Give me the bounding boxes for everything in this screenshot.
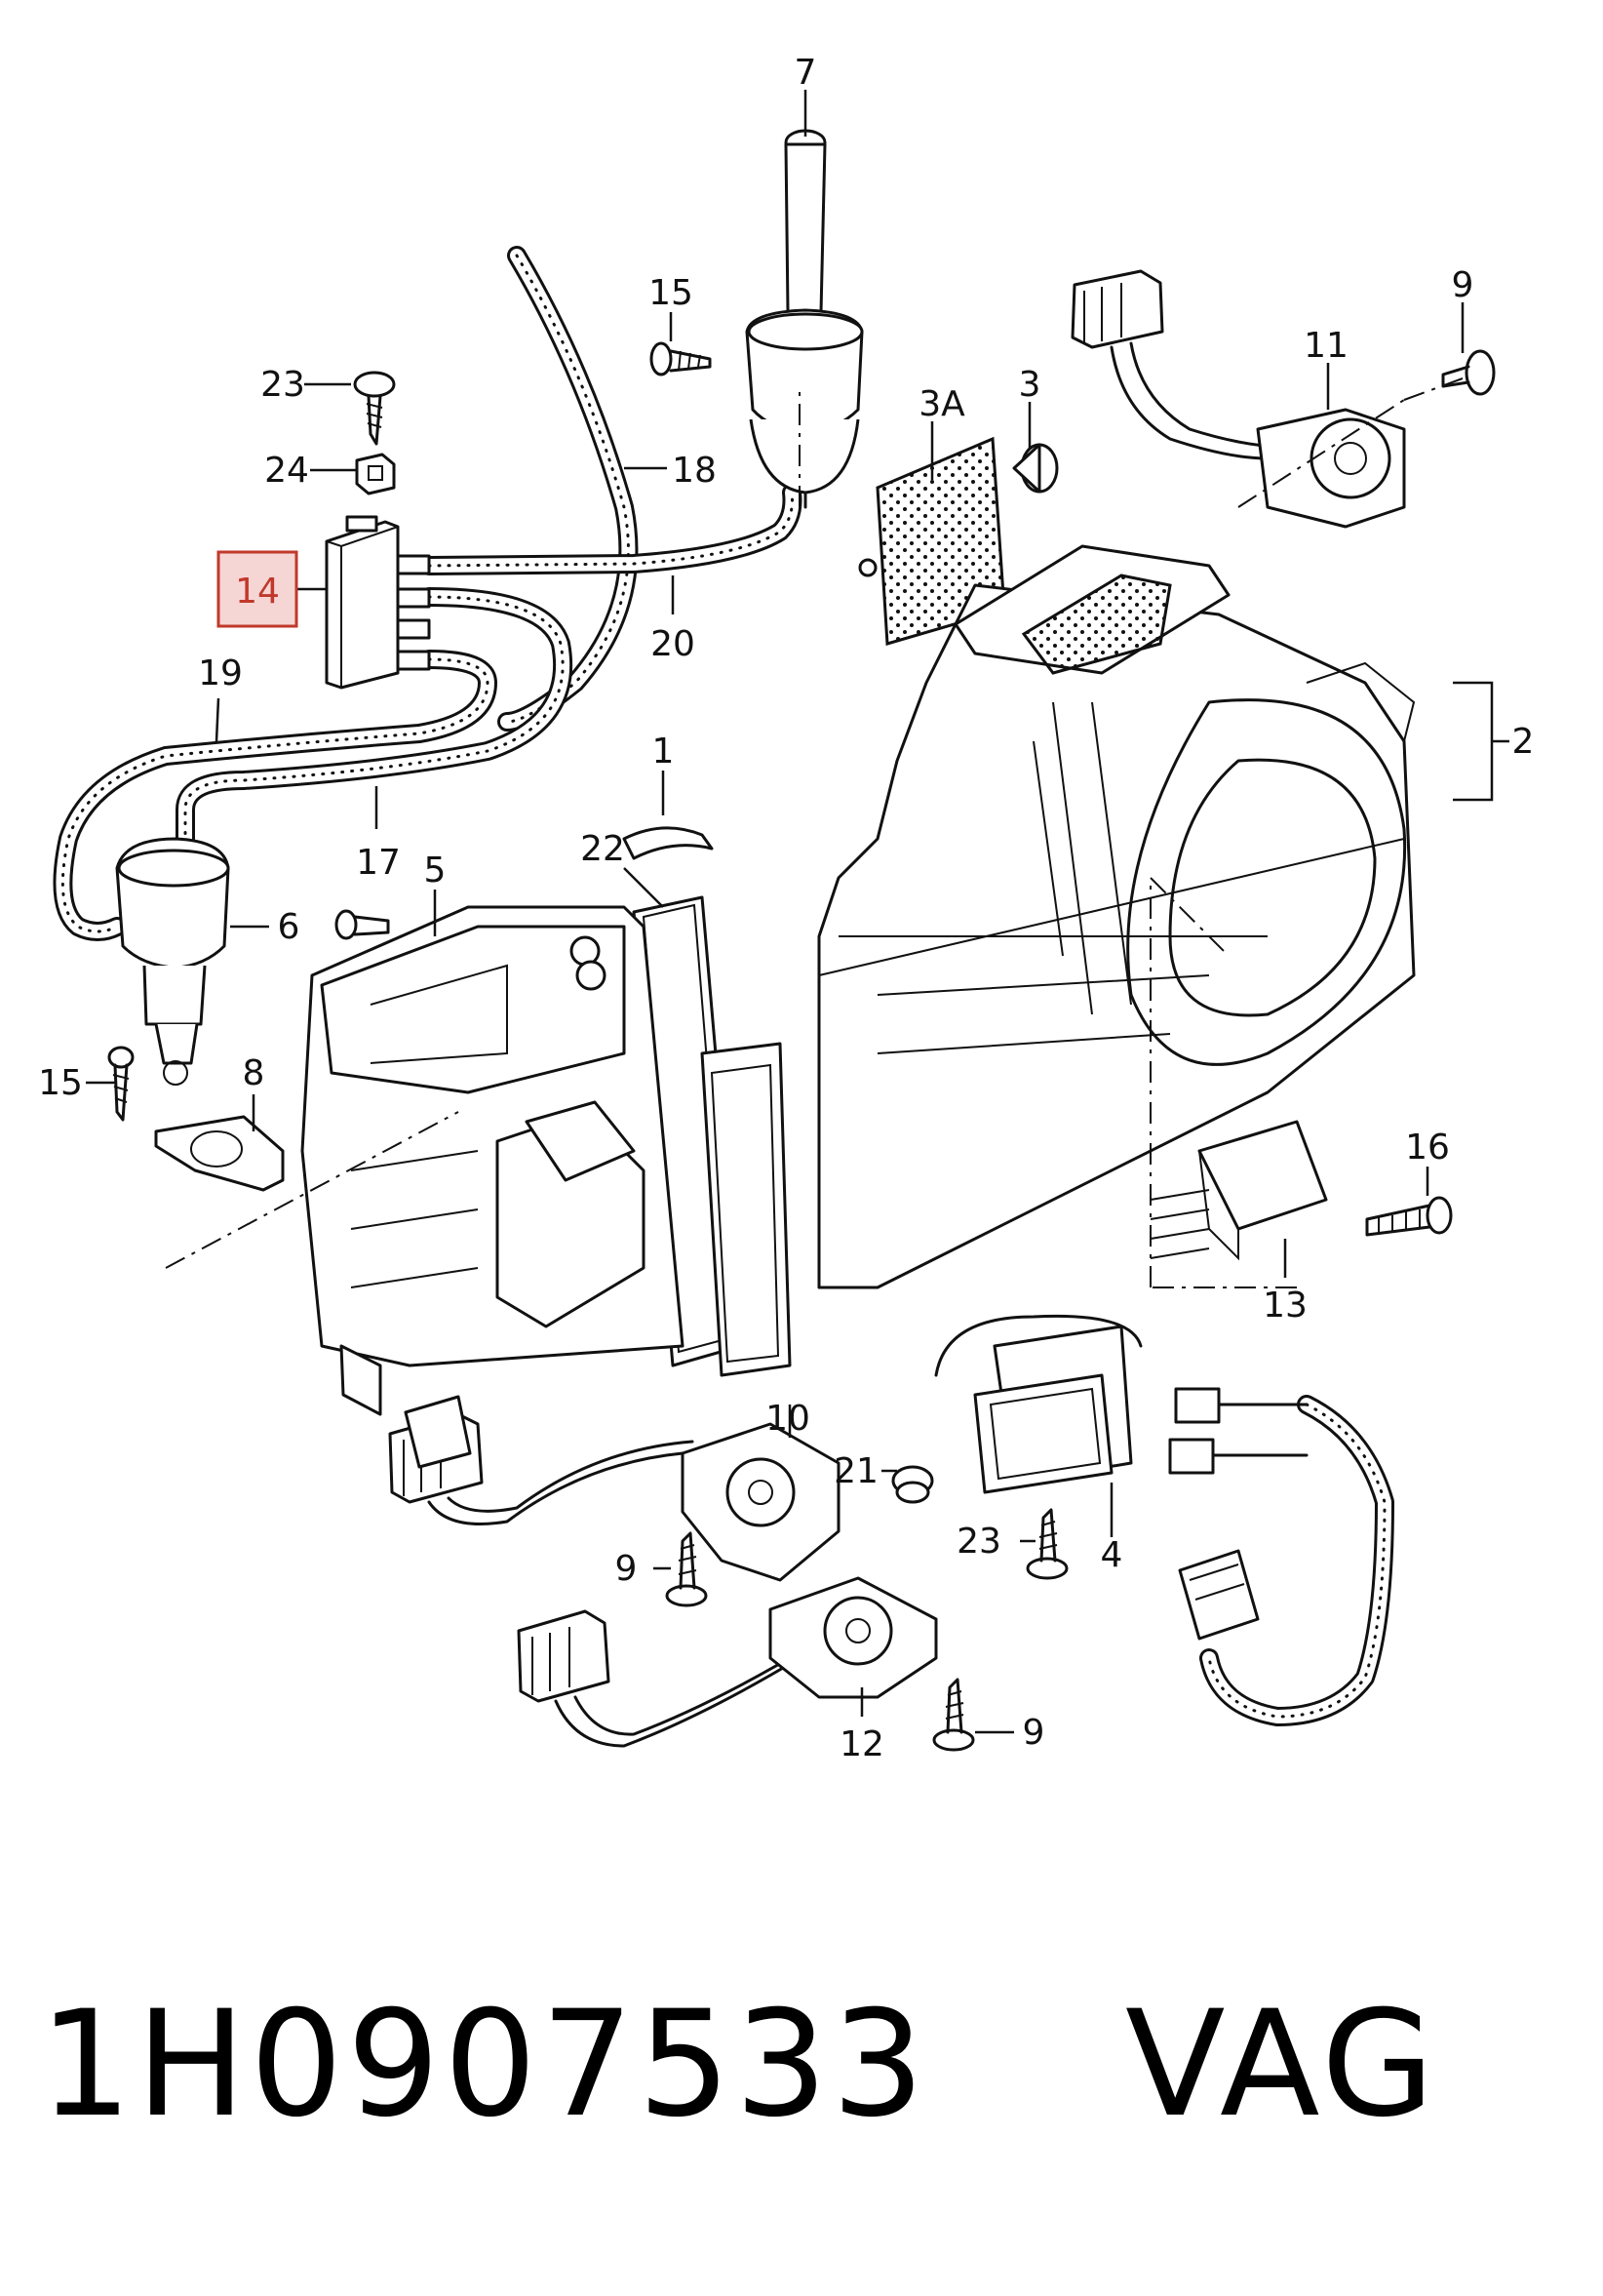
screw-9-middle	[665, 1531, 708, 1607]
grommet-21	[891, 1465, 934, 1504]
label-22: 22	[580, 829, 625, 869]
assembly-lines	[165, 377, 1464, 1288]
clip-24	[355, 453, 396, 495]
cap-9-top	[1441, 349, 1496, 396]
label-17: 17	[356, 843, 401, 883]
label-2: 2	[1512, 722, 1535, 762]
servo-motor-12	[517, 1576, 938, 1748]
label-14: 14	[235, 572, 280, 612]
vacuum-valve-block	[325, 515, 431, 690]
left-connector	[404, 1395, 472, 1469]
part-labels: 7 15 3A 3 11 9 23 24 18 14 20 19 17 1 22…	[38, 53, 1534, 1764]
vacuum-unit-6	[115, 837, 230, 1086]
label-7: 7	[795, 53, 817, 93]
label-23-top: 23	[260, 365, 305, 405]
label-5: 5	[424, 851, 447, 891]
highlight-box-14	[216, 550, 298, 628]
label-21: 21	[834, 1451, 879, 1491]
brand-name: VAG	[1124, 1980, 1439, 2150]
label-13: 13	[1263, 1286, 1308, 1326]
label-18: 18	[672, 451, 717, 491]
label-23-bottom: 23	[957, 1522, 1001, 1562]
resistor-13	[1150, 1120, 1328, 1261]
control-module-4	[934, 1314, 1143, 1494]
screw-9-bottom	[932, 1678, 975, 1752]
vacuum-actuator-7	[745, 129, 864, 509]
screw-5	[334, 909, 390, 940]
label-11: 11	[1304, 326, 1349, 366]
label-9-middle: 9	[615, 1549, 638, 1589]
screw-23-top	[353, 371, 396, 446]
label-20: 20	[650, 624, 695, 664]
label-10: 10	[765, 1399, 810, 1439]
servo-motor-11	[1071, 269, 1406, 529]
label-6: 6	[278, 907, 300, 947]
caption: 1H0907533 VAG	[39, 1980, 1438, 2150]
label-24: 24	[264, 451, 309, 491]
label-1: 1	[652, 732, 675, 772]
screw-16	[1365, 1196, 1453, 1237]
label-3: 3	[1019, 365, 1041, 405]
part-number: 1H0907533	[39, 1980, 929, 2150]
label-4: 4	[1101, 1535, 1123, 1575]
leader-lines	[86, 90, 1509, 1734]
label-15-left: 15	[38, 1063, 83, 1103]
label-12: 12	[840, 1724, 884, 1764]
cap-3	[1012, 443, 1059, 494]
vacuum-hoses	[53, 246, 1394, 1726]
housing-main	[300, 544, 1416, 1416]
label-19: 19	[198, 653, 243, 693]
bracket-8	[154, 1115, 285, 1192]
right-connectors	[1168, 1387, 1309, 1641]
screw-15-left	[107, 1046, 135, 1122]
screw-23-bottom	[1026, 1508, 1069, 1580]
label-16: 16	[1405, 1128, 1450, 1168]
label-3a: 3A	[919, 384, 965, 424]
label-9-top: 9	[1452, 265, 1474, 305]
screw-15-top	[649, 341, 712, 376]
label-15-top: 15	[648, 273, 693, 313]
label-8: 8	[243, 1053, 265, 1093]
label-9-bottom: 9	[1023, 1713, 1045, 1753]
